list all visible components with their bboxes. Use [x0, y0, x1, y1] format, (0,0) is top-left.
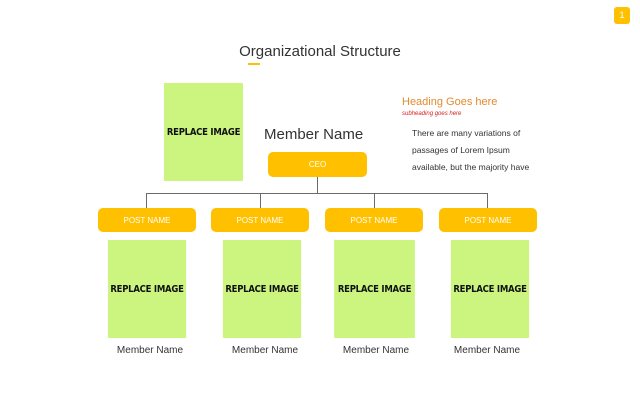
member-4-post-label: POST NAME: [464, 215, 512, 225]
branch-line-2: [260, 193, 261, 208]
page-title: Organizational Structure: [239, 43, 401, 60]
info-heading: Heading Goes here: [402, 96, 498, 108]
info-paragraph: There are many variations of passages of…: [412, 128, 530, 172]
branch-line-4: [487, 193, 488, 208]
ceo-post-label: CEO: [308, 160, 327, 169]
page-number-badge: 1: [614, 7, 630, 24]
ceo-member-name: Member Name: [264, 126, 364, 143]
member-1-post-box: POST NAME: [98, 208, 196, 232]
member-3-post-box: POST NAME: [325, 208, 423, 232]
member-4-name: Member Name: [453, 345, 521, 356]
member-4-image-placeholder[interactable]: REPLACE IMAGE: [450, 240, 530, 338]
member-2-post-label: POST NAME: [236, 215, 284, 225]
member-3-image-label: REPLACE IMAGE: [337, 283, 412, 295]
member-3-name: Member Name: [342, 345, 410, 356]
title-underline: [248, 63, 260, 65]
member-2-post-box: POST NAME: [211, 208, 309, 232]
ceo-image-placeholder[interactable]: REPLACE IMAGE: [163, 83, 244, 181]
member-1-name: Member Name: [116, 345, 184, 356]
ceo-connector-line: [317, 177, 318, 193]
member-2-image-label: REPLACE IMAGE: [225, 283, 299, 295]
member-2-image-placeholder[interactable]: REPLACE IMAGE: [222, 240, 302, 338]
member-1-image-label: REPLACE IMAGE: [110, 283, 184, 295]
ceo-post-box: CEO: [268, 152, 367, 177]
member-4-post-box: POST NAME: [439, 208, 537, 232]
member-3-image-placeholder[interactable]: REPLACE IMAGE: [334, 240, 415, 338]
member-4-image-label: REPLACE IMAGE: [453, 283, 527, 295]
info-subheading: subheading goes here: [402, 111, 462, 117]
member-1-image-placeholder[interactable]: REPLACE IMAGE: [107, 240, 187, 338]
branch-line-1: [146, 193, 147, 208]
horizontal-connector-line: [146, 193, 488, 194]
member-1-post-label: POST NAME: [123, 215, 171, 225]
member-3-post-label: POST NAME: [350, 215, 398, 225]
ceo-image-label: REPLACE IMAGE: [166, 126, 241, 138]
branch-line-3: [374, 193, 375, 208]
member-2-name: Member Name: [231, 345, 299, 356]
